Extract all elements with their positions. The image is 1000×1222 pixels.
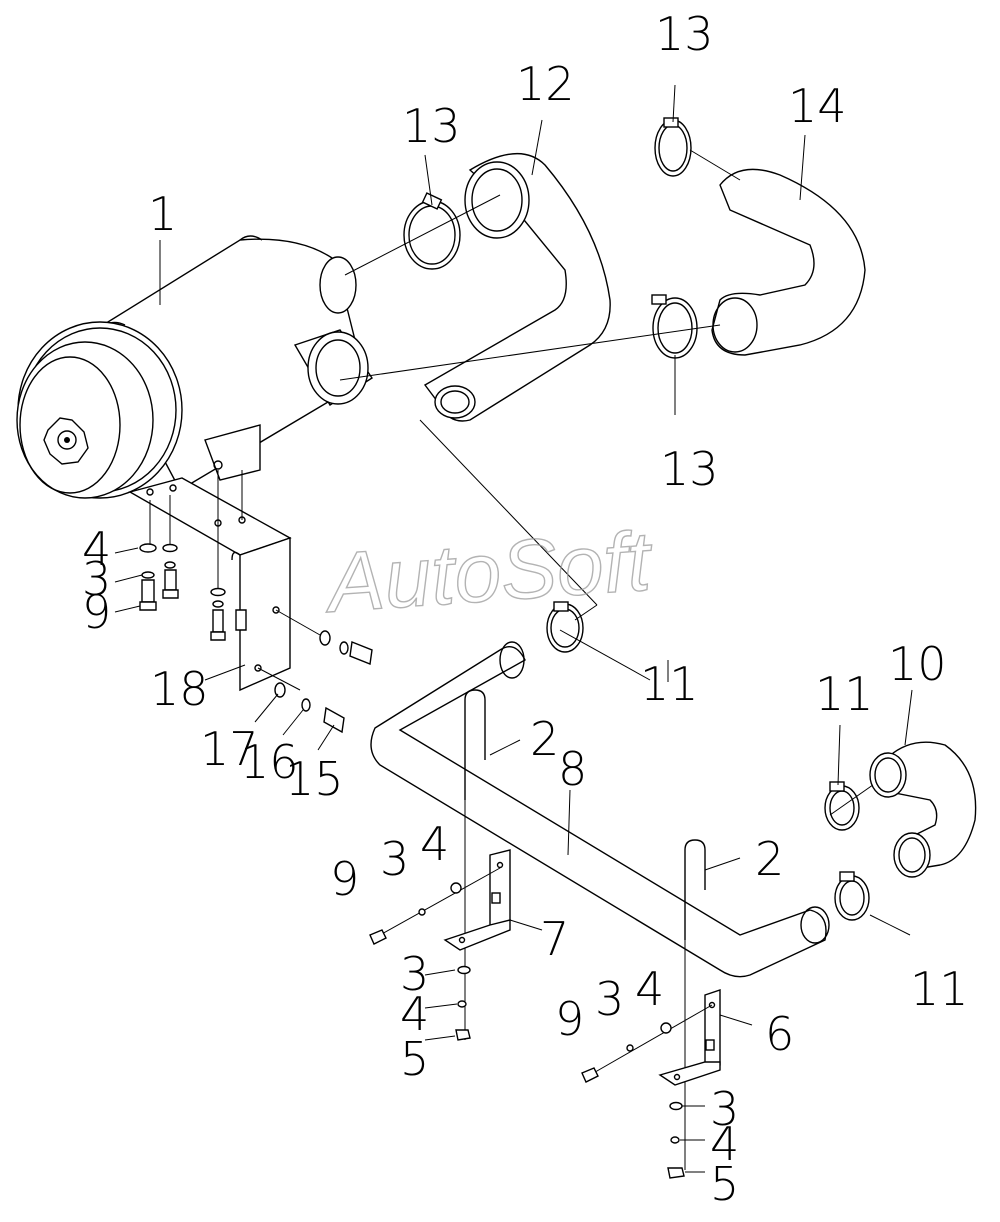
label-9-b: 9: [330, 852, 359, 906]
label-13-c: 13: [660, 442, 719, 496]
label-5-b: 5: [710, 1157, 739, 1211]
label-9-a: 9: [82, 585, 111, 639]
hardware-bracket-6: [581, 1022, 685, 1179]
hose-clamp-13-b: [654, 117, 692, 177]
label-12: 12: [516, 57, 575, 111]
label-9-c: 9: [555, 992, 584, 1046]
hose-clamp-11-c: [834, 871, 870, 921]
label-2-a: 2: [530, 712, 559, 766]
label-1: 1: [148, 187, 177, 241]
label-3-b: 3: [380, 832, 409, 886]
part-labels: 1 12 13 13 14 13 4 3 9 18 17 16 15 2 8 1…: [82, 7, 969, 1211]
label-7: 7: [540, 912, 569, 966]
label-11-c: 11: [910, 962, 969, 1016]
hardware-bracket-7: [369, 882, 471, 1041]
label-4-e: 4: [710, 1117, 739, 1171]
watermark: AutoSoft: [320, 513, 657, 630]
label-3-e: 3: [710, 1082, 739, 1136]
label-5-a: 5: [400, 1032, 429, 1086]
label-16: 16: [240, 735, 299, 789]
u-bolt-2-b: [684, 839, 706, 1170]
bracket-7: [379, 849, 511, 951]
hose-clamp-11-b: [824, 781, 860, 831]
label-2-b: 2: [755, 832, 784, 886]
label-3-d: 3: [595, 972, 624, 1026]
label-11-b: 11: [640, 657, 699, 711]
fastener-axis-lines: [149, 470, 321, 691]
label-4-c: 4: [400, 987, 429, 1041]
label-18: 18: [150, 662, 209, 716]
label-17: 17: [200, 722, 259, 776]
label-4-b: 4: [420, 817, 449, 871]
elbow-hose-10: [869, 741, 977, 878]
bent-hose-14: [711, 168, 866, 356]
label-4-a: 4: [82, 522, 111, 576]
label-13-b: 13: [655, 7, 714, 61]
label-4-d: 4: [635, 962, 664, 1016]
label-15: 15: [285, 752, 344, 806]
u-bolt-2-a: [464, 689, 486, 1040]
hardware-bracket-side: [274, 630, 373, 734]
label-8: 8: [558, 742, 587, 796]
intake-pipe-8: [370, 641, 830, 978]
label-10: 10: [888, 637, 947, 691]
hardware-left-column: [139, 543, 247, 641]
label-13-a: 13: [402, 99, 461, 153]
label-3-c: 3: [400, 947, 429, 1001]
label-6: 6: [765, 1007, 794, 1061]
hose-clamp-13-a: [403, 192, 461, 270]
elbow-hose-12: [423, 153, 611, 422]
air-filter-assembly: [16, 235, 373, 499]
label-14: 14: [788, 79, 847, 133]
label-3-a: 3: [82, 552, 111, 606]
hose-clamp-11-a: [546, 601, 584, 653]
leader-lines: [114, 84, 913, 1173]
bracket-6: [589, 989, 721, 1086]
hose-clamp-13-c: [651, 294, 698, 359]
label-11-a: 11: [815, 667, 874, 721]
